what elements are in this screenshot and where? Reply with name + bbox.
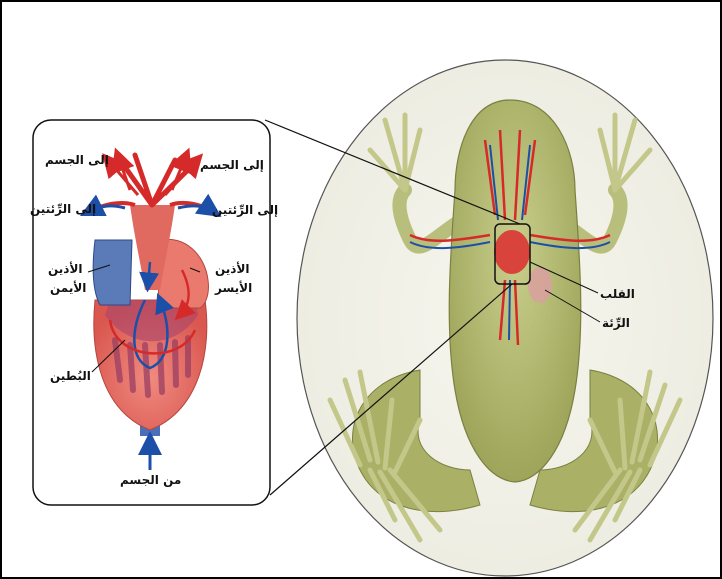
label-heart: القلب xyxy=(600,287,635,301)
label-to-lungs-left: إلى الرِّئتين xyxy=(30,202,96,216)
frog-lung xyxy=(528,267,552,303)
label-left-atrium-line2: الأيسر xyxy=(215,281,252,295)
label-left-atrium-line1: الأذين xyxy=(215,262,250,276)
frog-heart-small xyxy=(494,230,530,274)
label-ventricle: البُطين xyxy=(50,369,91,383)
label-lung: الرِّئة xyxy=(602,316,630,330)
label-from-body: من الجسم xyxy=(120,473,181,487)
label-right-atrium-line1: الأذين xyxy=(48,262,83,276)
label-to-body-left: إلى الجسم xyxy=(45,153,109,167)
label-to-lungs-right: إلى الرِّئتين xyxy=(212,203,278,217)
label-to-body-right: إلى الجسم xyxy=(200,158,264,172)
label-right-atrium-line2: الأيمن xyxy=(50,281,86,295)
